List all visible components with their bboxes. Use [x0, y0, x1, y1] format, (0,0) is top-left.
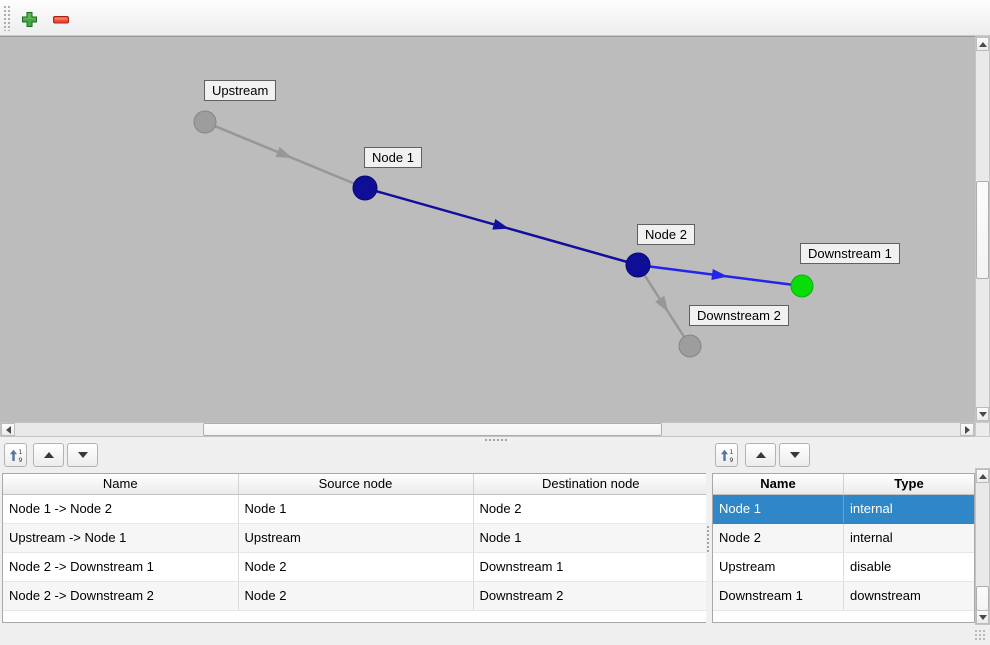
- right-arrow-icon: [964, 425, 970, 434]
- column-header-name[interactable]: Name: [713, 474, 844, 495]
- node-label-downstream-1[interactable]: Downstream 1: [800, 243, 900, 264]
- graph-node-downstream-1[interactable]: [790, 274, 814, 298]
- splitter-grip-icon: [484, 438, 508, 442]
- graph-svg: [193, 110, 814, 358]
- svg-text:9: 9: [730, 457, 734, 463]
- table-cell[interactable]: Node 2: [473, 494, 708, 524]
- table-cell[interactable]: internal: [843, 523, 974, 553]
- vertical-pane-splitter[interactable]: [706, 473, 711, 623]
- edge-table-move-down-button[interactable]: [67, 443, 98, 467]
- main-toolbar: [0, 0, 990, 36]
- move-up-icon: [43, 452, 54, 458]
- edge-arrow-icon: [655, 295, 669, 313]
- window-resize-grip[interactable]: [974, 629, 987, 642]
- remove-button[interactable]: [49, 7, 73, 31]
- table-cell[interactable]: Upstream: [238, 523, 474, 553]
- table-cell[interactable]: Node 1: [713, 494, 844, 524]
- svg-text:1: 1: [730, 449, 734, 456]
- column-header-destination-node[interactable]: Destination node: [473, 474, 708, 495]
- left-arrow-icon: [5, 425, 11, 434]
- table-cell[interactable]: Downstream 1: [713, 581, 844, 611]
- splitter-grip-icon: [706, 525, 711, 553]
- canvas-horizontal-scrollbar[interactable]: [0, 422, 975, 437]
- graph-node-upstream[interactable]: [193, 110, 217, 134]
- up-arrow-icon: [978, 41, 987, 47]
- move-down-icon: [77, 452, 88, 458]
- table-cell[interactable]: Node 2: [238, 552, 474, 582]
- vertical-scrollbar-thumb[interactable]: [976, 586, 989, 611]
- edge-arrow-icon: [275, 146, 293, 159]
- down-arrow-icon: [978, 411, 987, 417]
- graph-node-downstream-2[interactable]: [678, 334, 702, 358]
- table-cell[interactable]: Downstream 1: [473, 552, 708, 582]
- graph-node-node-1[interactable]: [352, 175, 378, 201]
- up-arrow-icon: [978, 473, 987, 479]
- edge-arrow-icon: [711, 269, 728, 280]
- move-up-icon: [755, 452, 766, 458]
- table-cell[interactable]: disable: [843, 552, 974, 582]
- scroll-right-button[interactable]: [960, 423, 974, 436]
- node-label-node-2[interactable]: Node 2: [637, 224, 695, 245]
- node-table-sort-button[interactable]: 1 9: [715, 443, 738, 467]
- scrollbar-corner: [975, 422, 990, 437]
- scroll-down-button[interactable]: [976, 610, 989, 624]
- node-table-vertical-scrollbar[interactable]: [975, 468, 990, 625]
- sort-ascending-icon: 1 9: [721, 449, 734, 463]
- svg-text:9: 9: [19, 457, 23, 463]
- column-header-type[interactable]: Type: [843, 474, 974, 495]
- table-cell[interactable]: Downstream 2: [473, 581, 708, 611]
- horizontal-pane-splitter[interactable]: [0, 437, 990, 443]
- node-table-move-up-button[interactable]: [745, 443, 776, 467]
- toolbar-drag-handle[interactable]: [3, 5, 11, 31]
- node-label-node-1[interactable]: Node 1: [364, 147, 422, 168]
- horizontal-scrollbar-thumb[interactable]: [203, 423, 662, 436]
- table-cell[interactable]: Upstream -> Node 1: [3, 523, 239, 553]
- graph-node-node-2[interactable]: [625, 252, 651, 278]
- svg-text:1: 1: [19, 449, 23, 456]
- scroll-up-button[interactable]: [976, 37, 989, 51]
- scroll-up-button[interactable]: [976, 469, 989, 483]
- table-cell[interactable]: Node 2: [238, 581, 474, 611]
- table-cell[interactable]: Node 1: [473, 523, 708, 553]
- edge-table-sort-button[interactable]: 1 9: [4, 443, 27, 467]
- column-header-name[interactable]: Name: [3, 474, 239, 495]
- table-cell[interactable]: Node 2 -> Downstream 1: [3, 552, 239, 582]
- column-header-source-node[interactable]: Source node: [238, 474, 474, 495]
- minus-icon: [53, 15, 69, 23]
- table-cell[interactable]: Node 2: [713, 523, 844, 553]
- node-label-upstream[interactable]: Upstream: [204, 80, 277, 101]
- table-cell[interactable]: Upstream: [713, 552, 844, 582]
- table-cell[interactable]: downstream: [843, 581, 974, 611]
- table-cell[interactable]: Node 2 -> Downstream 2: [3, 581, 239, 611]
- node-table-move-down-button[interactable]: [779, 443, 810, 467]
- plus-icon: [21, 11, 37, 27]
- scroll-down-button[interactable]: [976, 407, 989, 421]
- edge-table-move-up-button[interactable]: [33, 443, 64, 467]
- table-cell[interactable]: Node 1 -> Node 2: [3, 494, 239, 524]
- down-arrow-icon: [978, 614, 987, 620]
- scroll-left-button[interactable]: [1, 423, 15, 436]
- vertical-scrollbar-thumb[interactable]: [976, 181, 989, 279]
- sort-ascending-icon: 1 9: [10, 449, 23, 463]
- canvas-vertical-scrollbar[interactable]: [975, 36, 990, 422]
- edge-arrow-icon: [492, 219, 510, 230]
- node-label-downstream-2[interactable]: Downstream 2: [689, 305, 789, 326]
- add-button[interactable]: [17, 7, 41, 31]
- table-cell[interactable]: internal: [843, 494, 974, 524]
- table-cell[interactable]: Node 1: [238, 494, 474, 524]
- move-down-icon: [789, 452, 800, 458]
